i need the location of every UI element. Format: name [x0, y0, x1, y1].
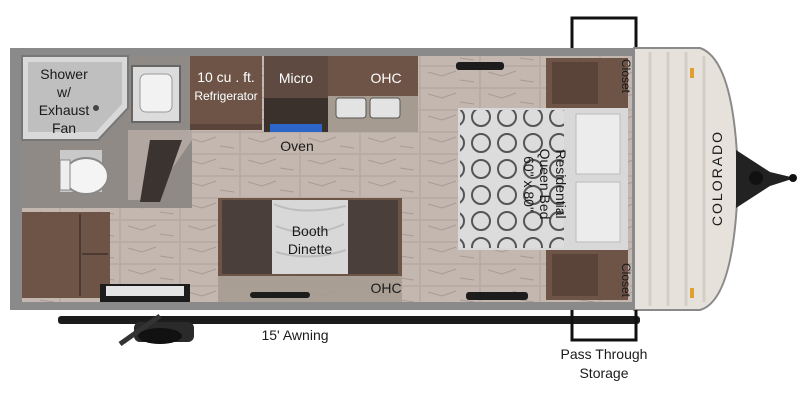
- svg-text:Shower: Shower: [40, 66, 88, 82]
- svg-text:Residential: Residential: [553, 149, 569, 218]
- window-bottom: [466, 292, 528, 300]
- brand-logo: COLORADO: [709, 130, 725, 226]
- closet-bottom-label: Closet: [619, 263, 633, 298]
- svg-text:Exhaust: Exhaust: [39, 102, 90, 118]
- booth-dinette: [218, 198, 402, 276]
- svg-text:Dinette: Dinette: [288, 241, 333, 257]
- shower-drain-icon: [93, 105, 99, 111]
- svg-text:10 cu . ft.: 10 cu . ft.: [197, 69, 255, 85]
- refrigerator-label: 10 cu . ft. Refrigerator: [194, 69, 257, 103]
- wheel-icon: [138, 328, 182, 344]
- svg-text:COLORADO: COLORADO: [709, 130, 725, 226]
- micro-label: Micro: [279, 70, 313, 86]
- pillow: [575, 113, 621, 175]
- refrigerator: [190, 56, 262, 128]
- storage-bracket-top: [570, 16, 638, 50]
- svg-text:Booth: Booth: [292, 223, 329, 239]
- stove-burner-icon: [270, 124, 322, 132]
- bed-blanket: [460, 110, 564, 248]
- bed-label: Residential Queen Bed 60" x 80": [521, 149, 569, 220]
- oven-label: Oven: [280, 138, 313, 154]
- shower-label: Shower w/ Exhaust Fan: [39, 66, 90, 136]
- svg-text:Refrigerator: Refrigerator: [194, 89, 257, 103]
- sink-icon: [131, 65, 181, 123]
- ohc-top-label: OHC: [370, 70, 401, 86]
- ohc-bottom-label: OHC: [370, 280, 401, 296]
- hitch-icon: [736, 150, 797, 208]
- closet-top-label: Closet: [619, 59, 633, 94]
- svg-text:w/: w/: [56, 84, 71, 100]
- storage-label: Pass Through Storage: [561, 346, 648, 381]
- awning-label: 15' Awning: [261, 327, 328, 343]
- window-top: [456, 62, 504, 70]
- svg-text:Pass Through: Pass Through: [561, 346, 648, 362]
- svg-text:Queen Bed: Queen Bed: [537, 149, 553, 220]
- svg-text:Storage: Storage: [579, 365, 628, 381]
- microwave: [264, 56, 328, 98]
- window-bottom-left: [250, 292, 310, 298]
- awning-rail: [58, 316, 640, 324]
- storage-bracket-bottom: [570, 310, 638, 342]
- ohc-bottom: [218, 276, 402, 302]
- svg-text:Fan: Fan: [52, 120, 76, 136]
- sink-icon: [335, 97, 401, 119]
- ohc-top: [328, 56, 418, 96]
- svg-text:60" x 80": 60" x 80": [521, 156, 537, 212]
- booth-label: Booth Dinette: [288, 223, 333, 257]
- pillow: [575, 181, 621, 243]
- toilet-icon: [59, 150, 109, 195]
- shower-stall: [28, 62, 122, 132]
